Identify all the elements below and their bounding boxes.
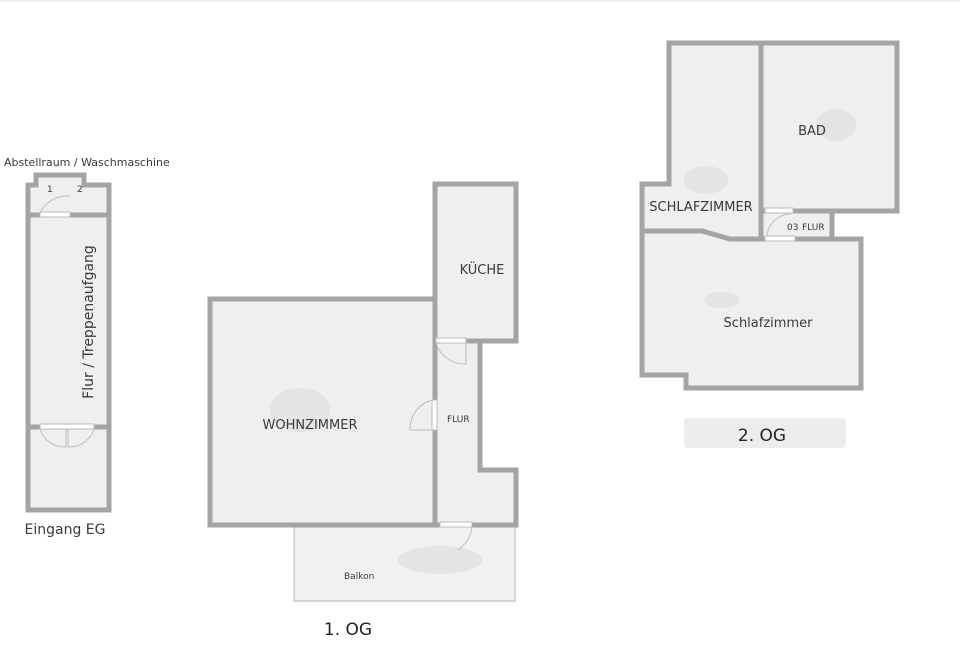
kitchen-door-icon bbox=[435, 342, 467, 365]
bath-smudge bbox=[816, 109, 856, 141]
floor-2-caption: 2. OG bbox=[738, 426, 786, 446]
hall-1og-wall bbox=[432, 338, 519, 528]
bedroom-large-smudge bbox=[704, 292, 740, 308]
eg-outer-wall bbox=[25, 172, 112, 513]
kitchen-label: KÜCHE bbox=[460, 261, 505, 278]
floor-1-og: WOHNZIMMER KÜCHE FLUR Balkon 1. OG bbox=[207, 181, 519, 640]
eg-caption: Eingang EG bbox=[25, 522, 106, 538]
eg-storage-door-icon bbox=[39, 195, 71, 214]
floor-1-caption: 1. OG bbox=[324, 620, 372, 640]
balcony-label: Balkon bbox=[344, 572, 374, 582]
living-room-label: WOHNZIMMER bbox=[262, 418, 357, 433]
eg-double-door-gap bbox=[39, 423, 95, 430]
eg-storage-door-gap bbox=[39, 211, 71, 218]
hall-2og-number: 03 bbox=[787, 223, 798, 233]
bedroom-small-label: SCHLAFZIMMER bbox=[649, 200, 752, 215]
balcony-smudge bbox=[398, 546, 482, 574]
eg-door-number-1: 1 bbox=[47, 185, 53, 195]
bedroom-large-wall bbox=[639, 228, 864, 391]
hall-1og-label: FLUR bbox=[447, 415, 470, 425]
hall-2og-label: FLUR bbox=[802, 223, 825, 233]
caption-blur-strip bbox=[684, 418, 846, 448]
bath-door-icon bbox=[766, 213, 792, 239]
balcony-door-gap bbox=[439, 521, 473, 528]
bedroom-small-smudge bbox=[684, 166, 728, 194]
eg-hall-label: Flur / Treppenaufgang bbox=[81, 245, 97, 399]
balcony-door-icon bbox=[457, 526, 473, 551]
kitchen-door-gap bbox=[435, 337, 467, 344]
bedroom-large-label: Schlafzimmer bbox=[724, 316, 814, 331]
eg-storage-label: Abstellraum / Waschmaschine bbox=[4, 156, 170, 169]
bath-door-gap bbox=[764, 207, 794, 214]
floor-eg: 1 2 Abstellraum / Waschmaschine Flur / T… bbox=[4, 156, 170, 538]
bedroom-large-door-gap bbox=[764, 235, 796, 242]
floor-2-og: SCHLAFZIMMER BAD 03 FLUR Schlafzimmer 2.… bbox=[639, 40, 900, 448]
living-room-smudge bbox=[270, 388, 330, 432]
eg-double-door-icon bbox=[39, 428, 95, 448]
living-door-icon bbox=[409, 399, 433, 431]
eg-door-number-2: 2 bbox=[77, 185, 83, 195]
living-door-gap bbox=[431, 399, 438, 431]
bath-label: BAD bbox=[798, 124, 826, 139]
